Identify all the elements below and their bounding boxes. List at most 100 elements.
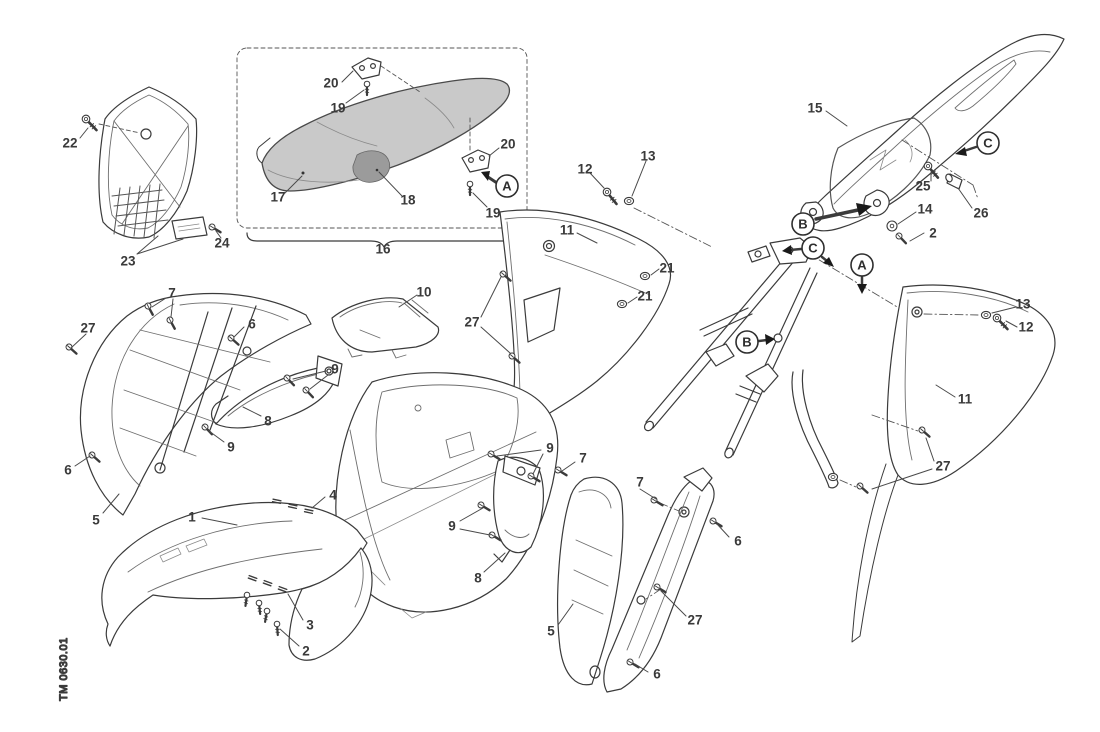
callout-label: 10 [416, 285, 431, 300]
callout-label: 1 [188, 510, 196, 525]
callout-label: C [983, 136, 993, 151]
view-marker-circle [976, 131, 1000, 155]
part-callout-7: 7 [168, 286, 176, 301]
view-marker-A: A [495, 174, 519, 198]
screw-7-glyph [649, 495, 664, 507]
drawing-number: TM 0630.01 [58, 637, 70, 701]
callout-label: 26 [973, 206, 989, 221]
part-callout-9: 9 [227, 440, 235, 455]
callout-label: 17 [270, 190, 285, 205]
part-callout-19: 19 [485, 206, 500, 221]
callout-label: 23 [120, 254, 136, 269]
screw-27-glyph [63, 342, 80, 355]
part-callout-18: 18 [400, 193, 416, 208]
part-callout-9: 9 [331, 362, 339, 377]
bushing-21-glyph [616, 299, 628, 309]
part-callout-10: 10 [416, 285, 431, 300]
callout-label: 6 [64, 463, 72, 478]
part-callout-8: 8 [264, 414, 272, 429]
part-callout-3: 3 [306, 618, 314, 633]
callout-label: A [857, 258, 867, 273]
part-side-panel-left [480, 160, 671, 432]
part-callout-16: 16 [375, 242, 391, 257]
part-subframe [633, 207, 953, 489]
part-rear-fender [800, 33, 1065, 245]
part-callout-2: 2 [302, 644, 310, 659]
part-callout-6: 6 [734, 534, 742, 549]
callout-label: 21 [637, 289, 653, 304]
part-radiator-shroud-left [63, 292, 312, 516]
arrow-from-B [856, 203, 872, 216]
fender-inner-flap [829, 117, 932, 219]
bolt-19-right-glyph [466, 180, 474, 197]
part-callout-19: 19 [330, 101, 345, 116]
plate-mesh [111, 183, 169, 239]
callout-label: 9 [448, 519, 456, 534]
callout-label: 27 [464, 315, 479, 330]
callout-label: 20 [323, 76, 338, 91]
part-front-fender [101, 496, 373, 661]
bracket-20-top [351, 57, 382, 80]
screw-2-glyph [272, 619, 282, 637]
part-callout-6: 6 [653, 667, 661, 682]
callout-label: 20 [500, 137, 515, 152]
part-callout-21: 21 [659, 261, 675, 276]
seat-17 [261, 77, 511, 192]
callout-label: 8 [264, 414, 272, 429]
seat-group-dashed-box [236, 47, 528, 229]
callout-label: 5 [92, 513, 100, 528]
arrow-from-B-mid [765, 334, 775, 345]
part-airbox-cover [331, 294, 440, 359]
bracket-20-right [461, 149, 491, 173]
part-side-panel-right [839, 284, 1056, 643]
seat-patch-18 [352, 150, 390, 183]
callout-label: 12 [577, 162, 592, 177]
view-marker-C: C [801, 236, 825, 260]
part-callout-22: 22 [62, 136, 77, 151]
callout-label: 14 [917, 202, 933, 217]
part-callout-20: 20 [500, 137, 515, 152]
part-callout-26: 26 [973, 206, 989, 221]
callout-label: 13 [640, 149, 656, 164]
callout-label: 25 [915, 179, 931, 194]
part-callout-20: 20 [323, 76, 338, 91]
screw-2-glyph [261, 606, 272, 624]
part-callout-7: 7 [579, 451, 587, 466]
callout-label: B [798, 217, 807, 232]
callout-label: 19 [485, 206, 500, 221]
callout-label: 16 [375, 242, 391, 257]
callout-label: 6 [734, 534, 742, 549]
part-callout-8: 8 [474, 571, 482, 586]
part-callout-2: 2 [929, 226, 937, 241]
view-marker-A: A [850, 253, 874, 277]
callout-label: 2 [302, 644, 310, 659]
part-callout-14: 14 [917, 202, 933, 217]
part-callout-13: 13 [1015, 297, 1031, 312]
callout-label: 9 [546, 441, 554, 456]
callout-label: 7 [636, 475, 644, 490]
part-callout-5: 5 [92, 513, 100, 528]
arrow-from-C [955, 147, 967, 156]
part-callout-12: 12 [1018, 320, 1033, 335]
part-callout-24: 24 [214, 236, 230, 251]
screw-24-glyph [207, 222, 222, 234]
bolt-22-glyph [78, 113, 101, 132]
callout-label: 7 [579, 451, 587, 466]
view-marker-circle [791, 212, 815, 236]
callout-label: 11 [560, 223, 575, 238]
part-callout-21: 21 [637, 289, 653, 304]
callout-label: B [742, 335, 751, 350]
part-callout-17: 17 [270, 190, 285, 205]
nut-13-glyph [980, 310, 992, 320]
bushing-21-glyph [639, 271, 651, 281]
callout-label: 22 [62, 136, 77, 151]
part-callout-6: 6 [248, 317, 256, 332]
screw-27-glyph [854, 481, 871, 494]
bolt-19-top-glyph [363, 80, 371, 97]
part-callout-11: 11 [958, 392, 973, 407]
view-marker-circle [735, 330, 759, 354]
view-marker-circle [850, 253, 874, 277]
callout-label: 3 [306, 618, 314, 633]
